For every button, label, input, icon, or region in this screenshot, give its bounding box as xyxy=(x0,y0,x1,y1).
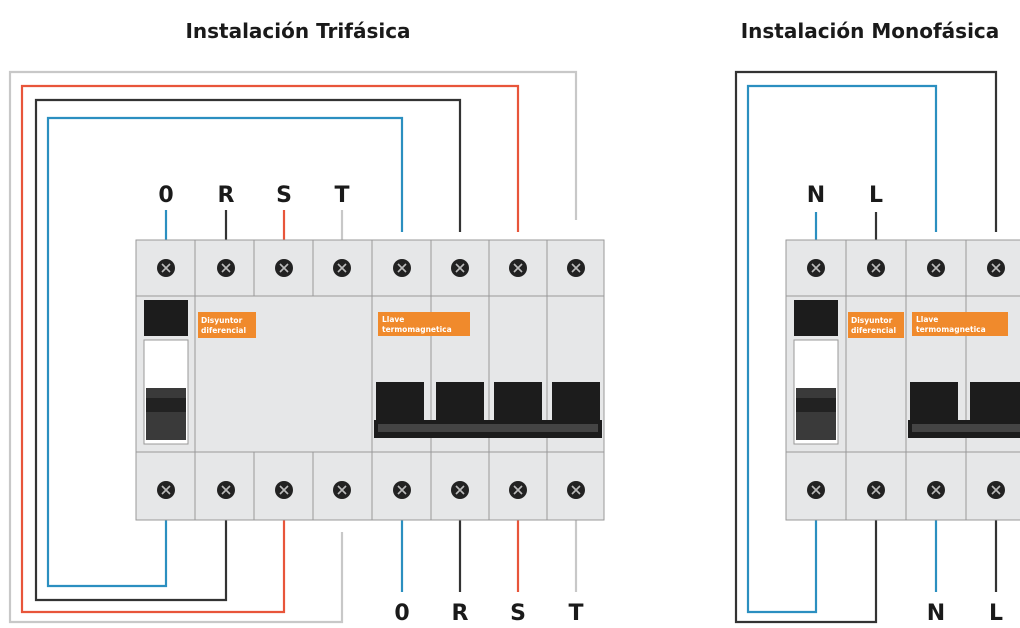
tri-mcb-tag-line2: termomagnetica xyxy=(382,325,452,334)
mono-mcb-tag xyxy=(912,312,1008,336)
title-trifasica: Instalación Trifásica xyxy=(185,19,410,43)
wire-n-loop xyxy=(746,84,938,614)
tri-top-label-0: 0 xyxy=(158,183,173,208)
wire-0-loop xyxy=(46,116,404,588)
tri-top-label-r: R xyxy=(218,183,235,208)
wire-l-loop xyxy=(734,70,998,624)
wire-r-loop xyxy=(34,98,462,602)
trifasica-wiring xyxy=(8,70,578,624)
tri-mcb-tag xyxy=(378,312,470,336)
tri-screw-slots xyxy=(161,263,581,495)
mono-top-label-n: N xyxy=(807,183,825,208)
tri-top-label-s: S xyxy=(276,183,292,208)
mono-rcd-tag xyxy=(848,312,904,338)
mono-bottom-label-l: L xyxy=(989,601,1003,626)
tri-bottom-label-s: S xyxy=(510,601,526,626)
mono-top-label-l: L xyxy=(869,183,883,208)
mono-rcd-device: Disyuntor diferencial xyxy=(785,239,907,521)
tri-mcb-device: Llave termomagnetica xyxy=(371,239,605,521)
monofasica-wiring xyxy=(734,70,998,624)
tri-rcd-tag-line2: diferencial xyxy=(201,326,246,335)
mono-mcb-tag-line1: Llave xyxy=(916,315,938,324)
mono-mcb-device: Llave termomagnetica xyxy=(905,239,1020,521)
tri-top-label-t: T xyxy=(334,183,349,208)
mono-bottom-label-n: N xyxy=(927,601,945,626)
tri-mcb-tag-line1: Llave xyxy=(382,315,404,324)
wire-s-loop xyxy=(20,84,520,614)
tri-rcd-tag xyxy=(198,312,256,338)
mono-rcd-tag-line2: diferencial xyxy=(851,326,896,335)
tri-bottom-label-0: 0 xyxy=(394,601,409,626)
mono-rcd-tag-line1: Disyuntor xyxy=(851,316,893,325)
wire-t-loop xyxy=(8,70,578,624)
tri-rcd-tag-line1: Disyuntor xyxy=(201,316,243,325)
mono-screw-slots xyxy=(811,263,1001,495)
tri-bottom-label-t: T xyxy=(568,601,583,626)
tri-rcd-device: Disyuntor diferencial xyxy=(135,239,373,521)
title-monofasica: Instalación Monofásica xyxy=(741,19,1000,43)
mono-mcb-tag-line2: termomagnetica xyxy=(916,325,986,334)
tri-bottom-label-r: R xyxy=(452,601,469,626)
